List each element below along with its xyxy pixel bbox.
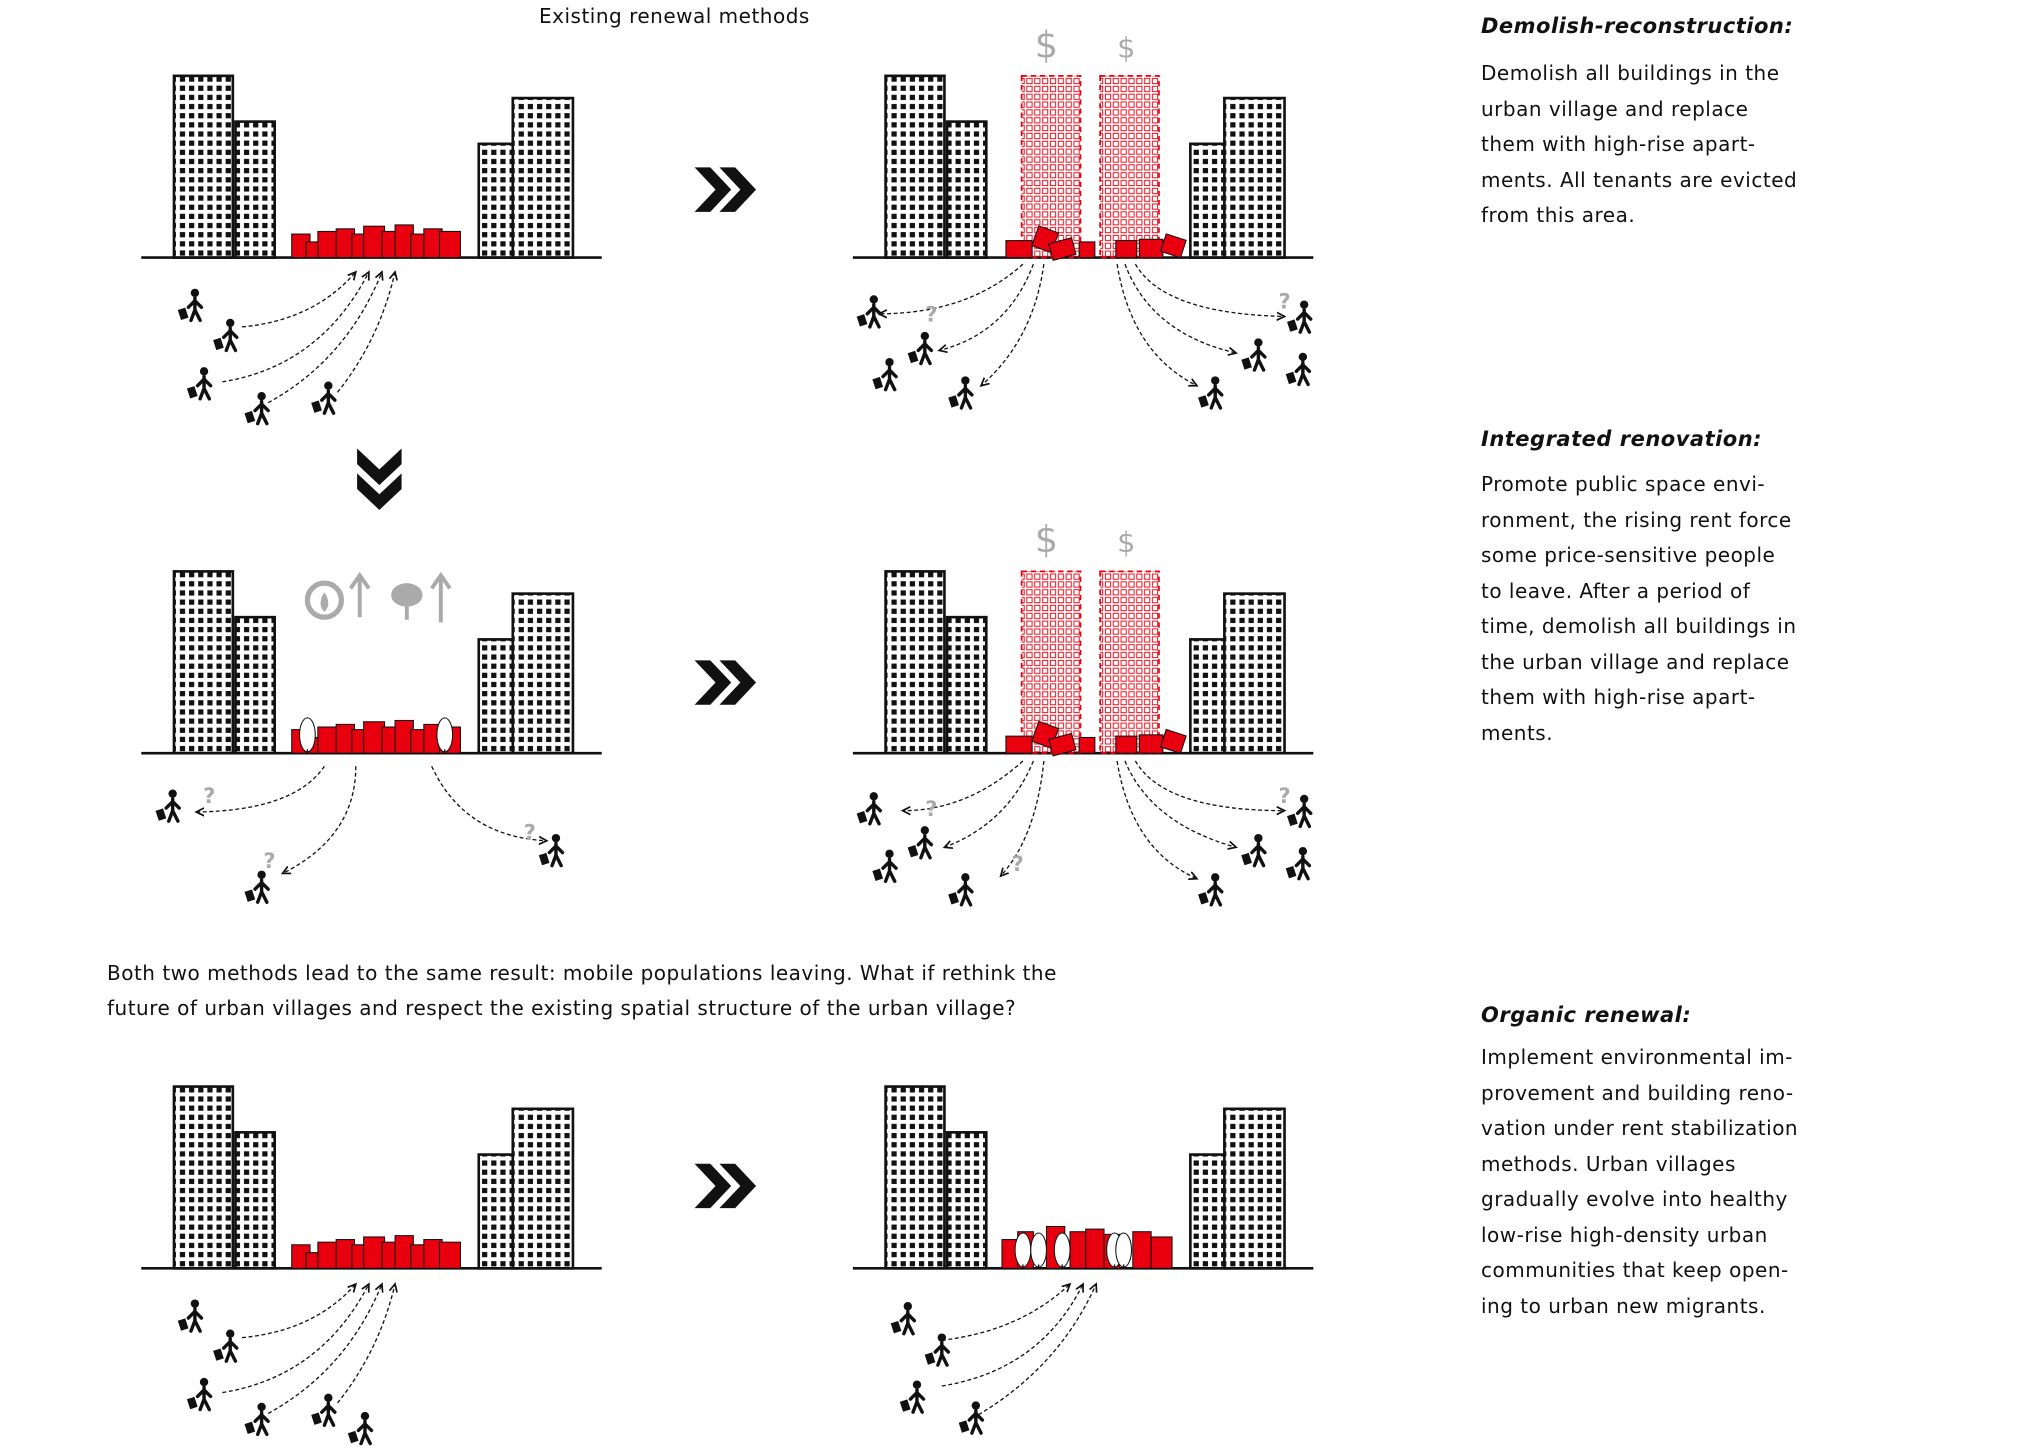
people-c [153,787,565,904]
question-marks-c: ? ? ? [203,784,536,873]
arrow-right-1 [694,167,757,212]
description-body: Demolish all buildings in the urban vill… [1481,61,1798,227]
arrow-up-icon [348,571,371,618]
arrow-up-icon [430,571,452,623]
description-body: Promote public space envi- ronment, the … [1481,472,1797,745]
upgrade-icons [304,571,452,623]
question-marks-b: ? ? [925,290,1290,327]
question-icon: ? [925,303,937,327]
question-icon: ? [925,797,937,821]
arrow-down [357,448,402,510]
question-icon: ? [1278,784,1290,808]
dollar-icon: $ [1117,525,1135,559]
dollar-icon: $ [1117,31,1135,65]
dollar-signs-b: $ $ [1035,24,1136,67]
description-heading: Organic renewal: [1481,1003,1692,1027]
arrow-right-2 [694,660,757,705]
tree-icon [391,583,423,607]
departures-c [196,765,547,873]
description-heading: Integrated renovation: [1481,427,1763,451]
arrivals-a [222,272,395,404]
people-e [176,1297,374,1446]
question-icon: ? [263,849,275,873]
question-icon: ? [1012,852,1024,876]
panel-renovation [139,570,604,755]
people-f [888,1300,985,1435]
dollar-icon: $ [1035,24,1058,67]
arrivals-f [941,1284,1096,1416]
panel-organic [851,1085,1315,1270]
departures-b [879,263,1285,386]
panel-demolish [851,74,1315,261]
diagram-title: Existing renewal methods [539,4,810,28]
panel-renovation-result [851,570,1315,757]
question-icon: ? [1278,290,1290,314]
panel-original-e [139,1085,604,1270]
dollar-icon: $ [1035,518,1058,561]
conclusion-statement: Both two methods lead to the same result… [107,961,1057,1020]
departures-d [903,760,1285,879]
question-marks-d: ? ? ? [925,784,1290,876]
people-a [176,287,337,426]
description-heading: Demolish-reconstruction: [1481,14,1794,38]
arrivals-e [222,1284,395,1415]
description-body: Implement environmental im- provement an… [1481,1045,1799,1318]
dollar-signs-d: $ $ [1035,518,1136,561]
panel-original-a [139,74,604,259]
question-icon: ? [203,784,215,808]
question-icon: ? [524,820,536,844]
arrow-right-3 [694,1163,757,1209]
